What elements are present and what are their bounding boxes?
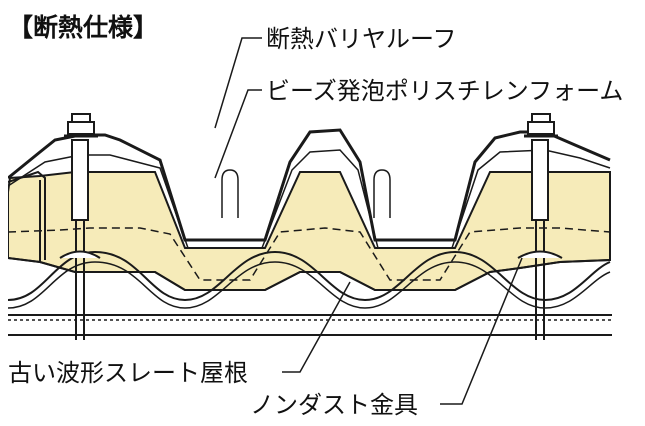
fastener-left — [59, 113, 101, 340]
diagram-heading: 【断熱仕様】 — [8, 13, 158, 42]
left-edge-detail — [8, 170, 46, 262]
leader-roof-panel — [214, 37, 262, 129]
label-fastener: ノンダスト金具 — [250, 391, 418, 419]
foam-underside — [8, 257, 611, 291]
label-roof-panel: 断熱バリヤルーフ — [266, 25, 457, 53]
foam-slot-left — [221, 169, 239, 218]
label-old-slate: 古い波形スレート屋根 — [8, 359, 248, 387]
panel-dashed-line — [8, 227, 611, 281]
foam-slot-right — [373, 169, 391, 218]
leader-fastener — [440, 257, 523, 405]
fastener-right — [517, 113, 563, 340]
leader-foam — [214, 89, 262, 179]
old-slate-roof-outer — [8, 250, 611, 302]
leader-old-slate — [282, 281, 351, 373]
roof-panel-inner — [8, 149, 611, 249]
label-foam: ビーズ発泡ポリスチレンフォーム — [266, 77, 623, 105]
old-slate-roof-inner — [8, 261, 611, 309]
